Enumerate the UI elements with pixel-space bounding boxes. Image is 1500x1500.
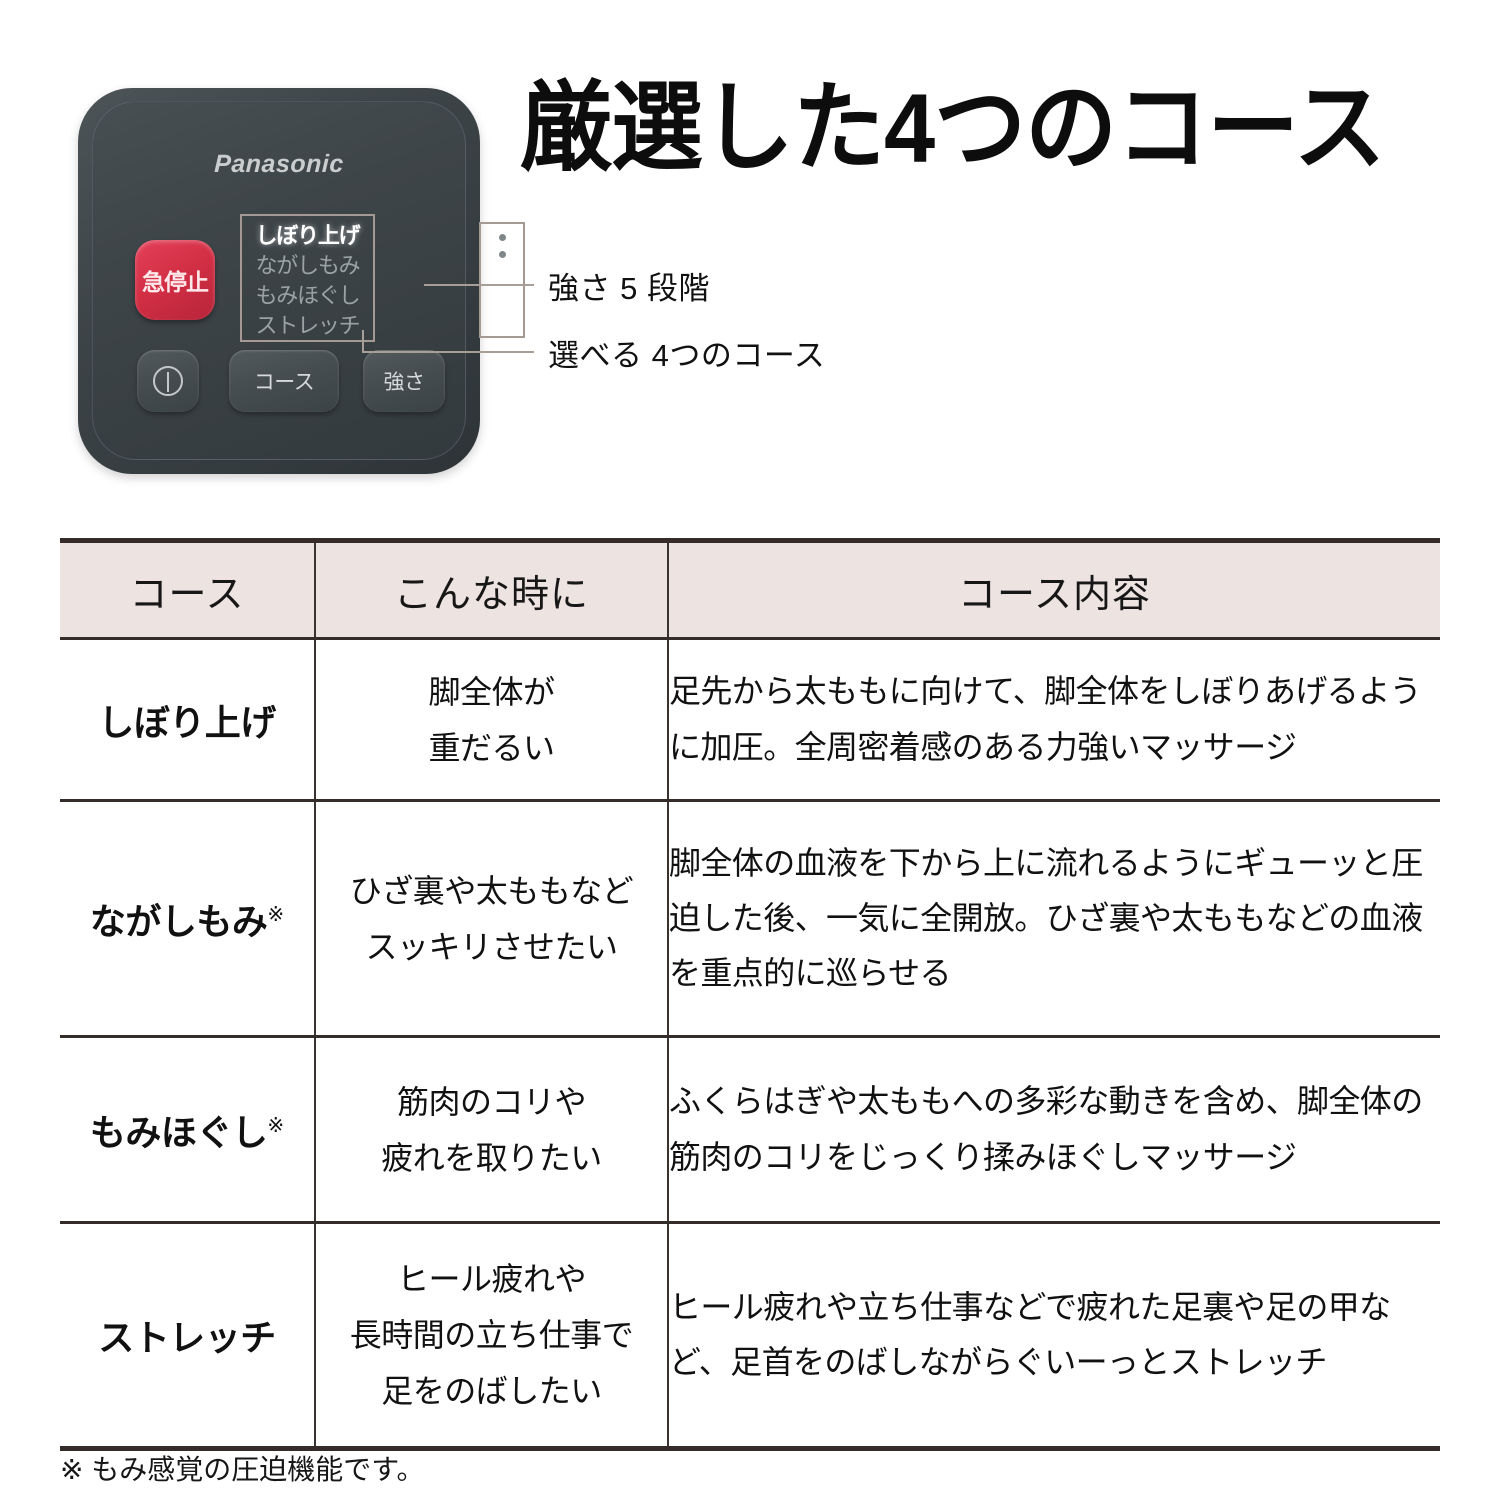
- course-name-mark: ※: [267, 903, 285, 926]
- column-header-when: こんな時に: [314, 540, 668, 639]
- table-header-row: コース こんな時に コース内容: [60, 540, 1440, 639]
- cell-description: 脚全体の血液を下から上に流れるようにギューッと圧迫した後、一気に全開放。ひざ裏や…: [667, 800, 1440, 1037]
- table-head: コース こんな時に コース内容: [60, 540, 1440, 639]
- page-title: 厳選した4つのコース: [520, 74, 1386, 183]
- emergency-stop-label: 急停止: [142, 269, 209, 295]
- strength-button-label: 強さ: [383, 371, 426, 394]
- cell-course-name: ながしもみ※: [60, 801, 315, 1037]
- leader-line-strength: [424, 284, 534, 286]
- cell-description: ふくらはぎや太ももへの多彩な動きを含め、脚全体の筋肉のコリをじっくり揉みほぐしマ…: [667, 1036, 1440, 1223]
- leader-line-courses: [362, 351, 534, 353]
- cell-course-name: しぼり上げ: [60, 639, 315, 801]
- cell-when: ヒール疲れや 長時間の立ち仕事で 足をのばしたい: [314, 1222, 668, 1449]
- when-line: 重だるい: [428, 729, 555, 766]
- strength-dot-5: [498, 233, 506, 241]
- course-button-label: コース: [253, 371, 315, 394]
- when-line: ヒール疲れや: [396, 1261, 587, 1297]
- when-line: ひざ裏や太ももなど: [349, 872, 634, 909]
- course-option-shiboriage[interactable]: しぼり上げ: [255, 223, 360, 248]
- when-line: 長時間の立ち仕事で: [349, 1317, 634, 1353]
- callout-strength-label: 強さ 5 段階: [548, 271, 710, 306]
- course-button[interactable]: コース: [229, 350, 339, 412]
- course-option-stretch[interactable]: ストレッチ: [255, 313, 360, 338]
- when-line: 疲れを取りたい: [381, 1139, 602, 1176]
- callout-courses-label: 選べる 4つのコース: [548, 338, 826, 373]
- when-line: 脚全体が: [428, 673, 555, 710]
- remote-control: Panasonic 急停止 しぼり上げ ながしもみ もみほぐし ストレッチ: [78, 88, 525, 474]
- course-name-text: ストレッチ: [98, 1317, 276, 1358]
- cell-course-name: もみほぐし※: [60, 1037, 315, 1223]
- cell-when: 脚全体が 重だるい: [314, 638, 668, 801]
- when-line: 足をのばしたい: [381, 1373, 602, 1409]
- table-row: ながしもみ※ ひざ裏や太ももなど スッキリさせたい 脚全体の血液を下から上に流れ…: [60, 800, 1440, 1037]
- cell-when: 筋肉のコリや 疲れを取りたい: [314, 1036, 668, 1223]
- cell-when: ひざ裏や太ももなど スッキリさせたい: [314, 800, 668, 1037]
- power-icon: [153, 366, 183, 396]
- strength-dot-3: [495, 267, 509, 281]
- strength-dot-4: [498, 250, 506, 258]
- column-header-course: コース: [129, 573, 245, 616]
- table-row: もみほぐし※ 筋肉のコリや 疲れを取りたい ふくらはぎや太ももへの多彩な動きを含…: [60, 1036, 1440, 1223]
- footnote: ※ もみ感覚の圧迫機能です。: [60, 1454, 425, 1485]
- strength-dot-2: [495, 290, 509, 304]
- course-name-text: しぼり上げ: [98, 701, 276, 743]
- course-name-mark: ※: [267, 1114, 285, 1137]
- course-table: コース こんな時に コース内容 しぼり上げ 脚全体が 重だるい 足先から太ももに…: [60, 538, 1440, 1451]
- course-name-text: ながしもみ: [89, 900, 268, 942]
- strength-dot-1: [495, 313, 509, 327]
- panasonic-logo: Panasonic: [213, 150, 345, 178]
- cell-description: 足先から太ももに向けて、脚全体をしぼりあげるように加圧。全周密着感のある力強いマ…: [667, 638, 1440, 801]
- leader-line-courses-vertical: [362, 330, 364, 353]
- course-option-momihogushi[interactable]: もみほぐし: [255, 283, 360, 308]
- course-name-text: もみほぐし: [89, 1111, 268, 1153]
- cell-description: ヒール疲れや立ち仕事などで疲れた足裏や足の甲など、足首をのばしながらぐいーっとス…: [667, 1222, 1440, 1449]
- cell-course-name: ストレッチ: [60, 1223, 315, 1449]
- strength-indicator-panel: [479, 222, 525, 338]
- table-body: しぼり上げ 脚全体が 重だるい 足先から太ももに向けて、脚全体をしぼりあげるよう…: [60, 638, 1440, 1449]
- strength-button[interactable]: 強さ: [363, 350, 445, 412]
- power-button[interactable]: [137, 350, 199, 412]
- emergency-stop-button[interactable]: 急停止: [135, 240, 215, 320]
- remote-face: Panasonic 急停止 しぼり上げ ながしもみ もみほぐし ストレッチ: [92, 101, 525, 460]
- table-row: しぼり上げ 脚全体が 重だるい 足先から太ももに向けて、脚全体をしぼりあげるよう…: [60, 638, 1440, 801]
- when-line: 筋肉のコリや: [396, 1083, 587, 1120]
- course-option-nagashimomi[interactable]: ながしもみ: [255, 253, 360, 278]
- when-line: スッキリさせたい: [365, 928, 618, 965]
- table-row: ストレッチ ヒール疲れや 長時間の立ち仕事で 足をのばしたい ヒール疲れや立ち仕…: [60, 1222, 1440, 1449]
- column-header-content: コース内容: [667, 540, 1440, 639]
- course-display-panel: しぼり上げ ながしもみ もみほぐし ストレッチ: [240, 214, 375, 342]
